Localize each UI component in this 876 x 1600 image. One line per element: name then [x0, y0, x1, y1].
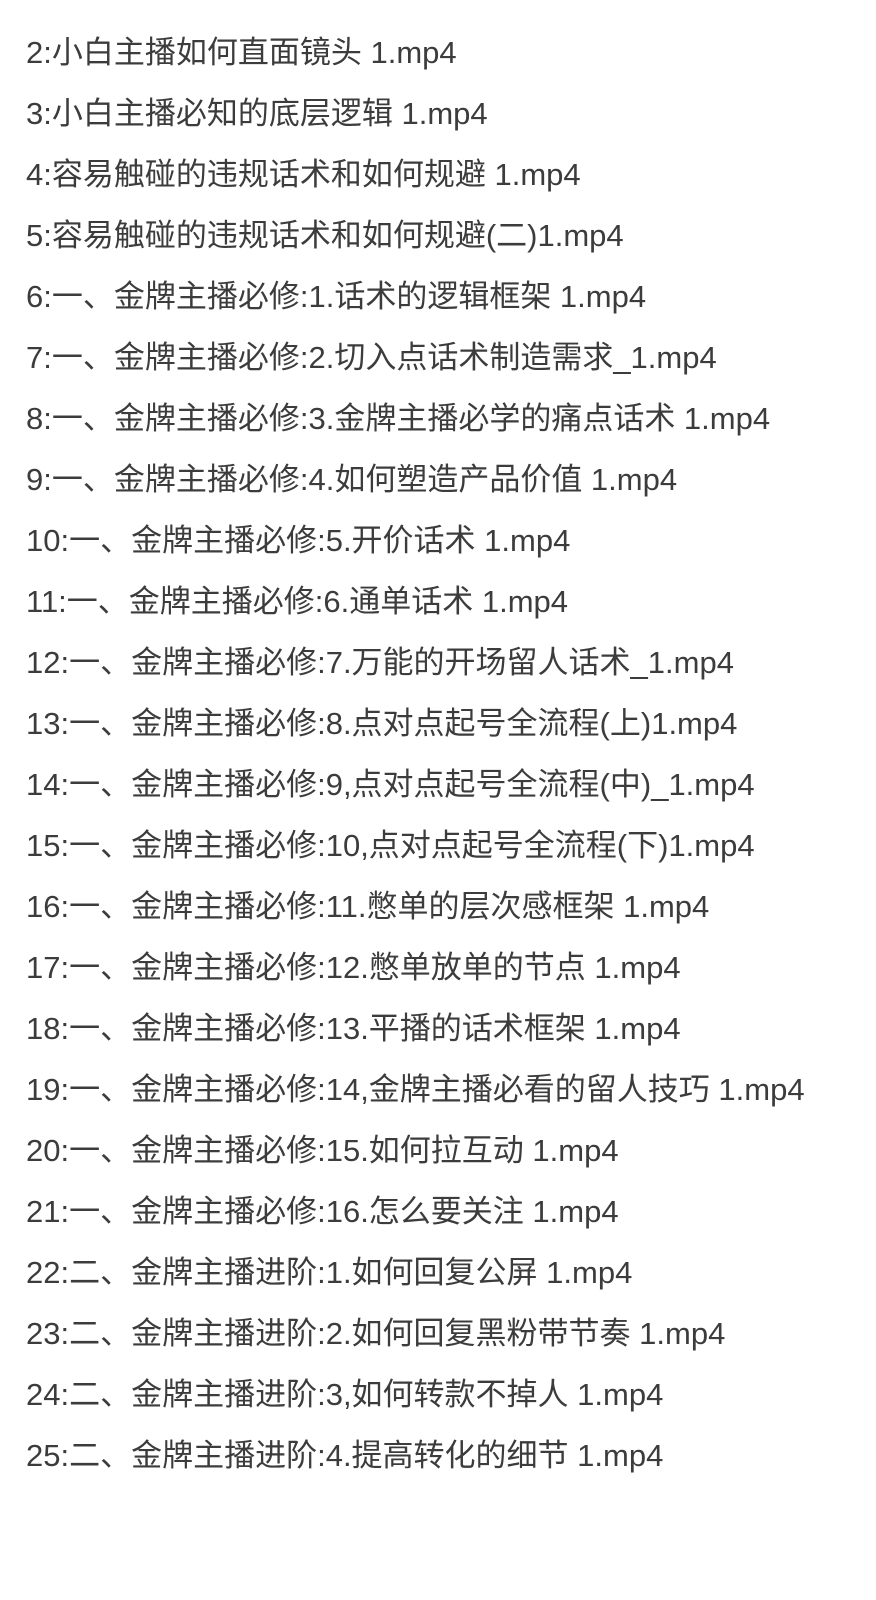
file-list-item: 14:一、金牌主播必修:9,点对点起号全流程(中)_1.mp4 — [26, 767, 755, 802]
file-list-item: 10:一、金牌主播必修:5.开价话术 1.mp4 — [26, 523, 571, 558]
file-list-item: 25:二、金牌主播进阶:4.提高转化的细节 1.mp4 — [26, 1438, 664, 1473]
file-list-item: 21:一、金牌主播必修:16.怎么要关注 1.mp4 — [26, 1194, 619, 1229]
file-list-item: 4:容易触碰的违规话术和如何规避 1.mp4 — [26, 157, 581, 192]
file-list-item: 20:一、金牌主播必修:15.如何拉互动 1.mp4 — [26, 1133, 619, 1168]
file-list-item: 3:小白主播必知的底层逻辑 1.mp4 — [26, 96, 488, 131]
file-list-item: 6:一、金牌主播必修:1.话术的逻辑框架 1.mp4 — [26, 279, 647, 314]
file-list-item: 19:一、金牌主播必修:14,金牌主播必看的留人技巧 1.mp4 — [26, 1072, 805, 1107]
file-list-item: 2:小白主播如何直面镜头 1.mp4 — [26, 35, 457, 70]
file-listing: 2:小白主播如何直面镜头 1.mp4 3:小白主播必知的底层逻辑 1.mp4 4:容… — [26, 35, 805, 1473]
file-list-item: 9:一、金牌主播必修:4.如何塑造产品价值 1.mp4 — [26, 462, 678, 497]
file-list-item: 5:容易触碰的违规话术和如何规避(二)1.mp4 — [26, 218, 624, 253]
file-list-item: 7:一、金牌主播必修:2.切入点话术制造需求_1.mp4 — [26, 340, 717, 375]
file-list-item: 15:一、金牌主播必修:10,点对点起号全流程(下)1.mp4 — [26, 828, 755, 863]
file-list-item: 22:二、金牌主播进阶:1.如何回复公屏 1.mp4 — [26, 1255, 633, 1290]
file-list-item: 24:二、金牌主播进阶:3,如何转款不掉人 1.mp4 — [26, 1377, 664, 1412]
file-list-item: 16:一、金牌主播必修:11.憋单的层次感框架 1.mp4 — [26, 889, 710, 924]
file-list-item: 18:一、金牌主播必修:13.平播的话术框架 1.mp4 — [26, 1011, 681, 1046]
file-list-item: 12:一、金牌主播必修:7.万能的开场留人话术_1.mp4 — [26, 645, 734, 680]
file-list-item: 17:一、金牌主播必修:12.憋单放单的节点 1.mp4 — [26, 950, 681, 985]
file-list-item: 13:一、金牌主播必修:8.点对点起号全流程(上)1.mp4 — [26, 706, 738, 741]
file-list-item: 23:二、金牌主播进阶:2.如何回复黑粉带节奏 1.mp4 — [26, 1316, 726, 1351]
file-list-item: 8:一、金牌主播必修:3.金牌主播必学的痛点话术 1.mp4 — [26, 401, 771, 436]
file-list-item: 11:一、金牌主播必修:6.通单话术 1.mp4 — [26, 584, 569, 619]
